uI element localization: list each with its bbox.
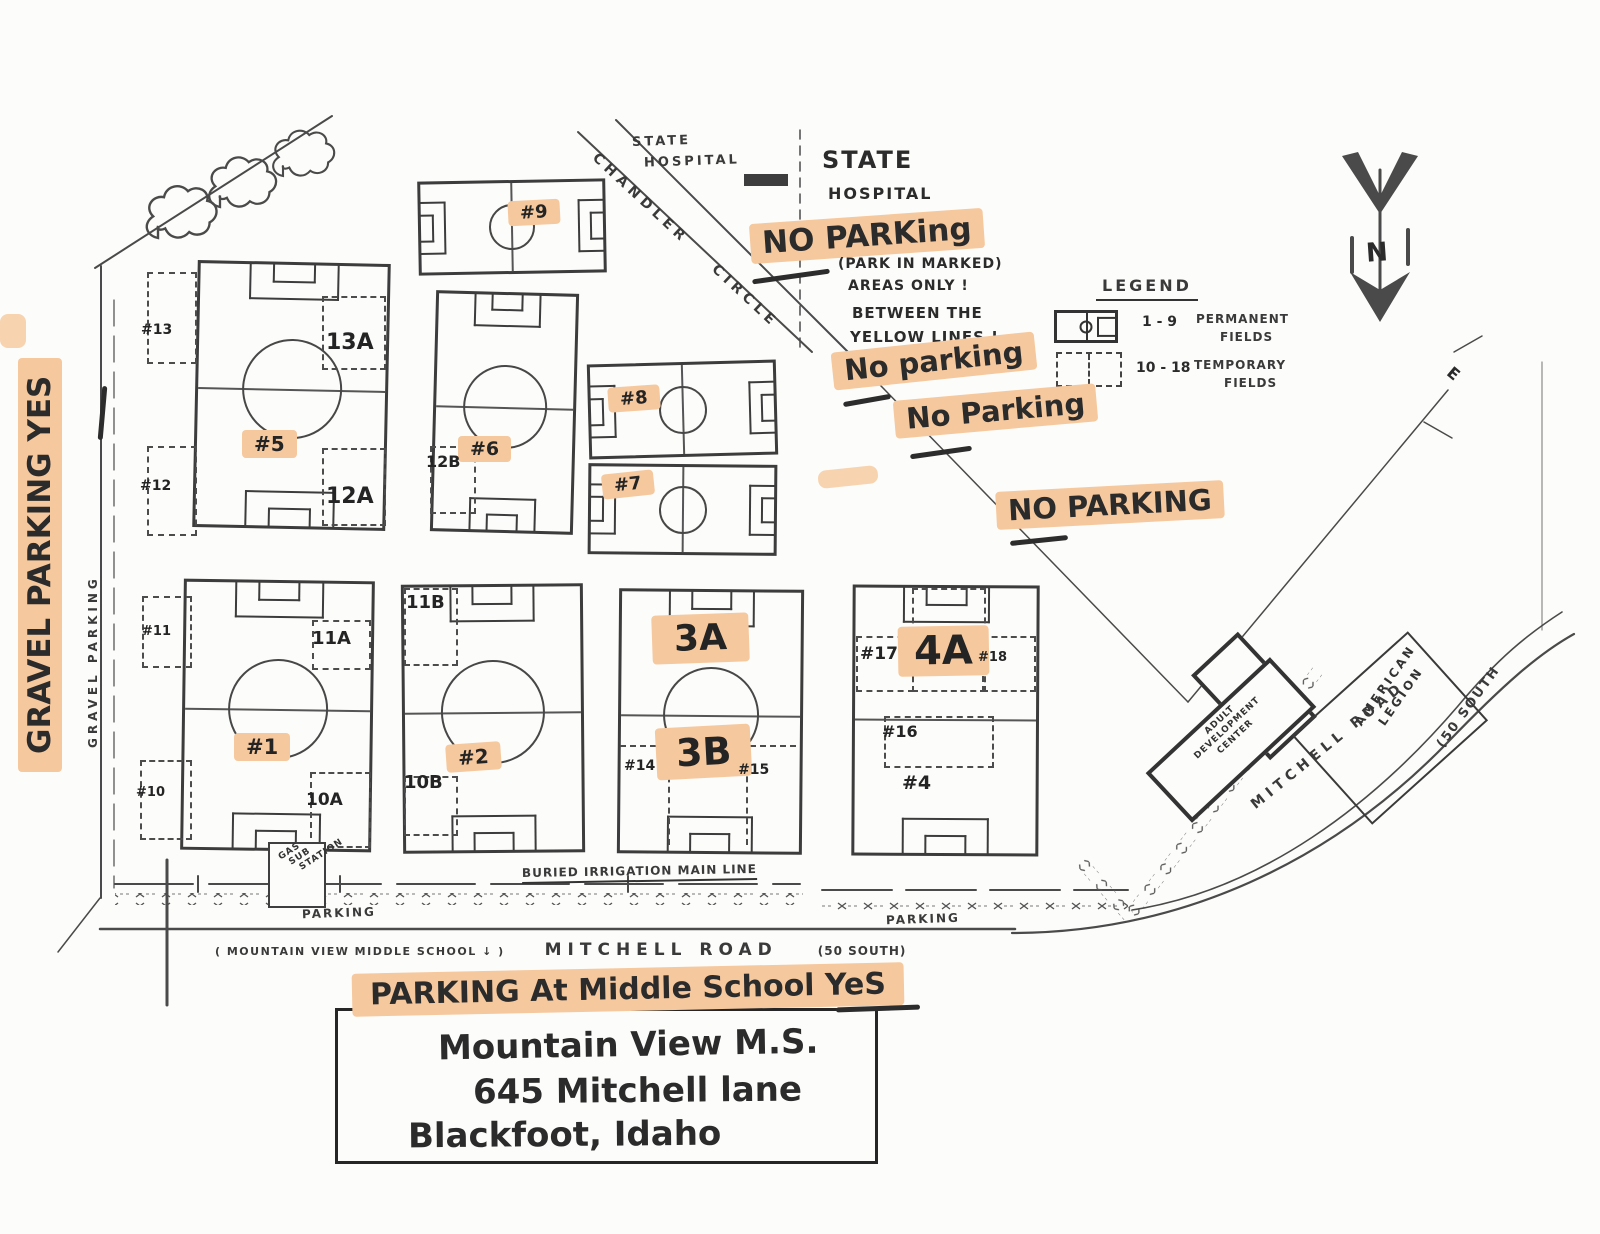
temp-field-11b	[404, 588, 458, 666]
field-10a-label: 10A	[306, 790, 343, 810]
field-17-label: #17	[860, 644, 898, 664]
temp-field-16	[884, 716, 994, 768]
field-4-label: #4	[902, 772, 932, 794]
goal-right-inner	[760, 393, 776, 422]
temp-line-3b-right	[746, 745, 748, 845]
center-circle	[657, 384, 708, 435]
temp-line-3b-left	[668, 745, 670, 845]
goal-bottom-inner	[485, 513, 519, 532]
middle-school-note: ( MOUNTAIN VIEW MIDDLE SCHOOL ↓ )	[215, 945, 505, 958]
field-8-label: #8	[607, 384, 661, 413]
legend-icon-circle	[1079, 320, 1093, 333]
field-5-label: #5	[242, 430, 297, 458]
field-10b-label: 10B	[404, 772, 443, 793]
goal-bottom-inner	[473, 831, 515, 852]
field-11-label: #11	[142, 624, 171, 639]
temp-field-12	[147, 446, 197, 536]
legend-permanent-label-1: PERMANENT	[1196, 312, 1289, 326]
field-12b-label: 12B	[426, 452, 461, 471]
field-9-label: #9	[507, 198, 561, 227]
field-16-label: #16	[882, 722, 918, 741]
field-18-label: #18	[978, 650, 1007, 665]
field-2-label: #2	[445, 741, 502, 773]
address-line-1: Mountain View M.S.	[437, 1021, 819, 1069]
temp-field-11	[142, 596, 192, 668]
park-in-marked-note-1: (PARK IN MARKED)	[838, 256, 1003, 272]
legend-title: LEGEND	[1096, 276, 1198, 301]
legend-permanent-label-2: FIELDS	[1220, 330, 1274, 344]
temp-field-10a	[310, 772, 371, 848]
goal-right-inner	[760, 496, 776, 524]
legend-temporary-range: 10 - 18	[1136, 360, 1191, 376]
address-line-2: 645 Mitchell lane	[472, 1069, 803, 1113]
compass-north-label: N	[1364, 237, 1389, 269]
goal-top-inner	[257, 581, 301, 602]
field-13a-label: 13A	[326, 330, 374, 355]
temp-field-10b	[404, 776, 458, 836]
goal-top-inner	[690, 590, 733, 611]
between-yellow-note-1: BETWEEN THE	[852, 304, 983, 322]
temp-field-12b	[430, 446, 476, 514]
mitchell-road-bottom-labels: ( MOUNTAIN VIEW MIDDLE SCHOOL ↓ ) MITCHE…	[215, 940, 906, 960]
field-1-label: #1	[234, 733, 291, 761]
temp-field-10	[140, 760, 192, 840]
goal-bottom-inner	[267, 507, 311, 528]
goal-left-inner	[589, 495, 605, 523]
goal-left-inner	[589, 397, 605, 426]
field-12-label: #12	[140, 478, 172, 494]
state-hospital-printed-1: STATE	[631, 132, 692, 151]
park-in-marked-note-2: AREAS ONLY !	[848, 278, 969, 294]
temp-field-12a	[322, 448, 386, 526]
highlighter-smudge	[0, 314, 26, 348]
goal-top-inner	[272, 263, 316, 284]
parking-label-right: PARKING	[885, 910, 961, 928]
field-10-label: #10	[136, 785, 165, 800]
field-6-label: #6	[458, 436, 512, 462]
temp-field-13a	[322, 296, 386, 370]
parking-label-left: PARKING	[301, 904, 377, 922]
legend-temporary-icon	[1056, 352, 1122, 387]
legend-temporary-label-2: FIELDS	[1224, 376, 1278, 390]
goal-right-inner	[589, 211, 605, 240]
goal-bottom-inner	[688, 832, 731, 853]
gravel-parking-printed: GRAVEL PARKING	[86, 575, 100, 748]
temp-field-11a	[312, 620, 371, 670]
field-3a-label: 3A	[651, 612, 750, 665]
legend-permanent-icon	[1054, 310, 1118, 343]
temp-field-13	[147, 272, 197, 364]
field-12a-label: 12A	[326, 484, 374, 509]
address-box: Mountain View M.S. 645 Mitchell lane Bla…	[335, 1008, 878, 1164]
field-13-label: #13	[141, 322, 173, 338]
mitchell-road-name: MITCHELL ROAD	[544, 940, 778, 960]
legend-icon-divider	[1087, 354, 1090, 385]
center-circle	[658, 485, 707, 534]
legend-permanent-range: 1 - 9	[1142, 314, 1178, 330]
goal-bottom-inner	[923, 834, 966, 855]
state-hospital-hand-2: HOSPITAL	[828, 184, 933, 203]
field-14-label: #14	[624, 758, 656, 774]
field-11b-label: 11B	[406, 592, 445, 613]
field-11a-label: 11A	[312, 628, 351, 649]
field-9	[417, 178, 607, 276]
gas-sub-station: GAS SUB STATION	[268, 837, 345, 908]
field-15-label: #15	[738, 762, 770, 778]
goal-top-inner	[490, 293, 524, 312]
legend-icon-goal	[1096, 316, 1116, 337]
field-7-label: #7	[600, 469, 655, 500]
goal-left-inner	[419, 214, 435, 243]
goal-top-inner	[471, 585, 513, 606]
legend-temporary-label-1: TEMPORARY	[1194, 358, 1287, 372]
field-4a-label: 4A	[897, 625, 990, 677]
state-hospital-hand-1: STATE	[822, 146, 914, 174]
gravel-parking-note: GRAVEL PARKING YES	[18, 357, 62, 772]
fifty-south-note: (50 SOUTH)	[817, 944, 907, 958]
address-line-3: Blackfoot, Idaho	[407, 1113, 722, 1157]
